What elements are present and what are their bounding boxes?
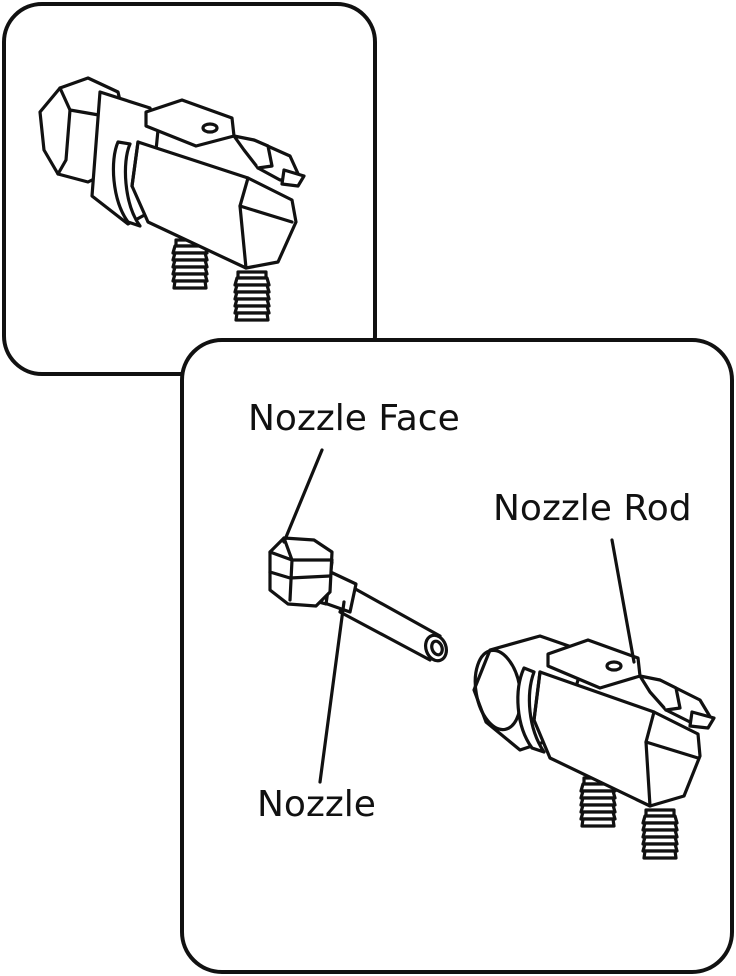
nozzle-face-leader: [282, 448, 324, 544]
nozzle-leader: [318, 600, 346, 784]
nozzle-drawing: [268, 536, 448, 663]
nozzle-rod-leader: [610, 538, 636, 664]
nozzle-face-label: Nozzle Face: [248, 398, 460, 439]
valve-body-drawing: [472, 634, 716, 860]
nozzle-rod-label: Nozzle Rod: [493, 488, 692, 529]
nozzle-label: Nozzle: [257, 784, 376, 825]
assembled-valve-drawing: [38, 76, 306, 322]
